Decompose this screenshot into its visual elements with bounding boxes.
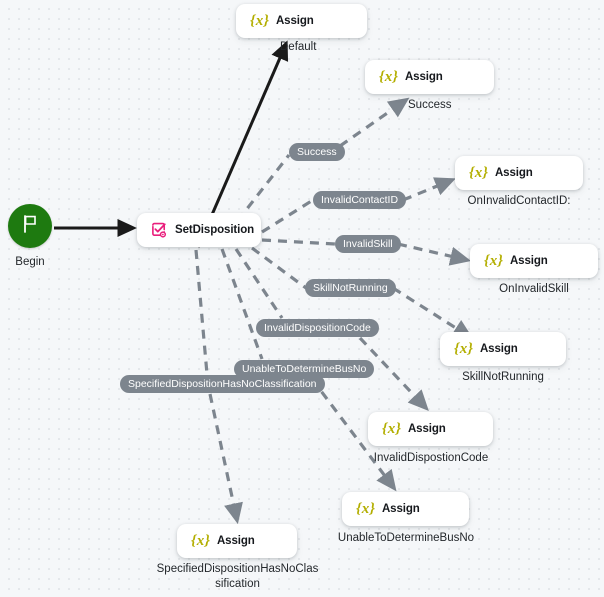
edge-pill-specifieddispositionhasnoclassification[interactable]: SpecifiedDispositionHasNoClassification (120, 375, 325, 393)
flag-icon (21, 214, 39, 239)
node-assign-unabletodeterminebusno[interactable]: {x} Assign (342, 492, 469, 526)
node-assign-oninvalidcontactid[interactable]: {x} Assign (455, 156, 583, 190)
node-assign-oninvalidskill-title: Assign (509, 255, 548, 267)
node-assign-oninvalidskill[interactable]: {x} Assign (470, 244, 598, 278)
node-assign-success-caption: Success (408, 99, 452, 111)
edge-pill-unabletodeterminebusno[interactable]: UnableToDetermineBusNo (234, 360, 375, 378)
node-assign-invaliddispostioncode-title: Assign (407, 423, 446, 435)
node-assign-unabletodeterminebusno-title: Assign (381, 503, 420, 515)
node-assign-invaliddispostioncode[interactable]: {x} Assign (368, 412, 493, 446)
assign-variable-icon: {x} (356, 500, 375, 517)
node-assign-unabletodeterminebusno-caption: UnableToDetermineBusNo (337, 532, 475, 544)
node-assign-skillnotrunning-title: Assign (479, 343, 518, 355)
node-assign-invaliddispostioncode-caption: InvalidDispostionCode (373, 452, 489, 464)
node-assign-oninvalidskill-caption: OnInvalidSkill (499, 283, 569, 295)
node-assign-success-title: Assign (404, 71, 443, 83)
node-setdisposition[interactable]: SetDisposition (137, 213, 261, 247)
assign-variable-icon: {x} (191, 532, 210, 549)
assign-variable-icon: {x} (379, 68, 398, 85)
assign-variable-icon: {x} (454, 340, 473, 357)
assign-variable-icon: {x} (484, 252, 503, 269)
node-begin[interactable] (8, 204, 52, 248)
node-assign-specifieddispositionhasnoclassification-title: Assign (216, 535, 255, 547)
edge-pill-skillnotrunning[interactable]: SkillNotRunning (305, 279, 396, 297)
node-assign-default[interactable]: {x} Assign (236, 4, 367, 38)
edge-pill-invalidskill[interactable]: InvalidSkill (335, 235, 401, 253)
node-assign-specifieddispositionhasnoclassification-caption: SpecifiedDispositionHasNoClas sification (156, 563, 319, 590)
node-assign-oninvalidcontactid-caption: OnInvalidContactID: (467, 195, 571, 207)
assign-variable-icon: {x} (469, 164, 488, 181)
node-assign-skillnotrunning-caption: SkillNotRunning (462, 371, 544, 383)
node-assign-specifieddispositionhasnoclassification[interactable]: {x} Assign (177, 524, 297, 558)
node-assign-skillnotrunning[interactable]: {x} Assign (440, 332, 566, 366)
assign-variable-icon: {x} (250, 12, 269, 29)
edge-pill-invaliddispositioncode[interactable]: InvalidDispositionCode (256, 319, 379, 337)
edge-pill-invalidcontactid[interactable]: InvalidContactID (313, 191, 407, 209)
edge-label-default: Default (280, 41, 317, 53)
node-begin-caption: Begin (15, 256, 45, 268)
node-assign-default-title: Assign (275, 15, 314, 27)
node-assign-oninvalidcontactid-title: Assign (494, 167, 533, 179)
assign-variable-icon: {x} (382, 420, 401, 437)
node-setdisposition-title: SetDisposition (175, 224, 255, 236)
checklist-gear-icon (151, 222, 168, 239)
edge-pill-success[interactable]: Success (289, 143, 345, 161)
node-assign-success[interactable]: {x} Assign (365, 60, 494, 94)
